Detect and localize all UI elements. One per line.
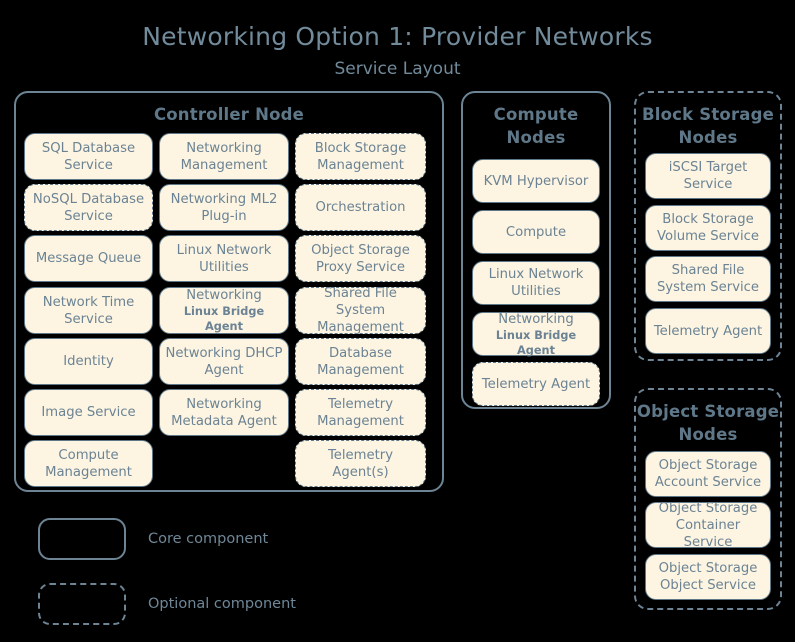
legend-item-core-component: Core component bbox=[38, 518, 268, 560]
component-object-storage-proxy-service[interactable]: Object Storage Proxy Service bbox=[295, 235, 426, 282]
component-orchestration[interactable]: Orchestration bbox=[295, 184, 426, 231]
component-label: Compute bbox=[505, 224, 567, 240]
component-label: Networking bbox=[498, 311, 574, 327]
legend-label: Optional component bbox=[148, 596, 296, 612]
component-label: Compute Management bbox=[45, 447, 132, 480]
component-label: Image Service bbox=[41, 405, 136, 420]
component-compute-compute[interactable]: Compute bbox=[472, 210, 600, 254]
component-shared-file-system-management[interactable]: Shared File System Management bbox=[295, 286, 426, 335]
component-label: Linux Network Utilities bbox=[488, 267, 584, 299]
component-label: Telemetry Agent bbox=[653, 323, 763, 339]
component-telemetry-agent-s[interactable]: Telemetry Agent(s) bbox=[295, 440, 426, 487]
component-compute-management[interactable]: Compute Management bbox=[24, 440, 153, 487]
component-block-storage-iscsi-target-service[interactable]: iSCSI Target Service bbox=[645, 153, 771, 199]
component-label: Networking bbox=[186, 288, 262, 303]
component-label: Telemetry Agent(s) bbox=[327, 447, 394, 480]
component-label: Object Storage Object Service bbox=[658, 561, 758, 593]
component-sublabel: Linux Bridge Agent bbox=[495, 328, 577, 357]
component-nosql-database-service[interactable]: NoSQL Database Service bbox=[24, 184, 153, 231]
component-database-management[interactable]: Database Management bbox=[295, 338, 426, 385]
component-label: Shared File System Management bbox=[317, 286, 404, 335]
component-message-queue[interactable]: Message Queue bbox=[24, 235, 153, 282]
component-label: Object Storage Account Service bbox=[654, 458, 762, 490]
component-networking-ml2-plug-in[interactable]: Networking ML2 Plug-in bbox=[159, 184, 289, 231]
group-title-compute-nodes: Compute Nodes bbox=[493, 105, 579, 147]
component-label: Object Storage Proxy Service bbox=[311, 242, 410, 275]
component-image-service[interactable]: Image Service bbox=[24, 389, 153, 436]
legend-swatch-dashed bbox=[38, 583, 126, 625]
title-block: Networking Option 1: Provider Networks S… bbox=[0, 22, 795, 80]
component-compute-telemetry-agent[interactable]: Telemetry Agent bbox=[472, 362, 600, 406]
component-label: Message Queue bbox=[35, 251, 142, 266]
component-object-storage-object-storage-account-service[interactable]: Object Storage Account Service bbox=[645, 451, 771, 497]
component-label: Object Storage Container Service bbox=[658, 500, 758, 550]
legend-label: Core component bbox=[148, 531, 269, 547]
page-subtitle: Service Layout bbox=[334, 59, 461, 79]
component-compute-linux-network-utilities[interactable]: Linux Network Utilities bbox=[472, 261, 600, 305]
component-sublabel: Linux Bridge Agent bbox=[183, 305, 265, 333]
legend-swatch-solid bbox=[38, 518, 126, 560]
legend-item-optional-component: Optional component bbox=[38, 583, 296, 625]
component-label: Telemetry Management bbox=[317, 396, 404, 429]
component-label: Block Storage Management bbox=[314, 140, 407, 173]
group-title-block-storage-nodes: Block Storage Nodes bbox=[641, 105, 775, 147]
component-compute-kvm-hypervisor[interactable]: KVM Hypervisor bbox=[472, 159, 600, 203]
component-object-storage-object-storage-object-service[interactable]: Object Storage Object Service bbox=[645, 554, 771, 600]
component-label: Networking Metadata Agent bbox=[171, 396, 277, 429]
component-label: Linux Network Utilities bbox=[176, 242, 272, 275]
component-networking-metadata-agent[interactable]: Networking Metadata Agent bbox=[159, 389, 289, 436]
component-label: Networking DHCP Agent bbox=[165, 345, 283, 378]
component-networking-dhcp-agent[interactable]: Networking DHCP Agent bbox=[159, 338, 289, 385]
component-network-time-service[interactable]: Network Time Service bbox=[24, 287, 153, 334]
component-label: Telemetry Agent bbox=[481, 376, 591, 392]
component-object-storage-object-storage-container-service[interactable]: Object Storage Container Service bbox=[645, 500, 771, 550]
component-block-storage-shared-file-system-service[interactable]: Shared File System Service bbox=[645, 256, 771, 302]
component-label: KVM Hypervisor bbox=[483, 173, 589, 189]
component-label: Identity bbox=[63, 354, 114, 369]
component-label: Block Storage Volume Service bbox=[657, 212, 759, 244]
component-label: SQL Database Service bbox=[41, 140, 136, 173]
component-sql-database-service[interactable]: SQL Database Service bbox=[24, 133, 153, 180]
component-block-storage-block-storage-volume-service[interactable]: Block Storage Volume Service bbox=[645, 205, 771, 251]
component-label: Network Time Service bbox=[42, 294, 135, 327]
component-label: Networking ML2 Plug-in bbox=[170, 191, 278, 224]
component-label: Database Management bbox=[317, 345, 404, 378]
component-label: iSCSI Target Service bbox=[668, 160, 748, 192]
page-title: Networking Option 1: Provider Networks bbox=[142, 22, 653, 51]
component-label: NoSQL Database Service bbox=[32, 191, 145, 224]
component-block-storage-telemetry-agent[interactable]: Telemetry Agent bbox=[645, 308, 771, 354]
component-label: Shared File System Service bbox=[656, 263, 760, 295]
component-identity[interactable]: Identity bbox=[24, 338, 153, 385]
component-label: Networking Management bbox=[180, 140, 268, 173]
component-telemetry-management[interactable]: Telemetry Management bbox=[295, 389, 426, 436]
group-title-object-storage-nodes: Object Storage Nodes bbox=[636, 402, 780, 444]
component-label: Orchestration bbox=[315, 200, 406, 215]
group-title-controller-node: Controller Node bbox=[153, 105, 305, 124]
component-networking-management[interactable]: Networking Management bbox=[159, 133, 289, 180]
component-block-storage-management[interactable]: Block Storage Management bbox=[295, 133, 426, 180]
component-linux-network-utilities[interactable]: Linux Network Utilities bbox=[159, 235, 289, 282]
